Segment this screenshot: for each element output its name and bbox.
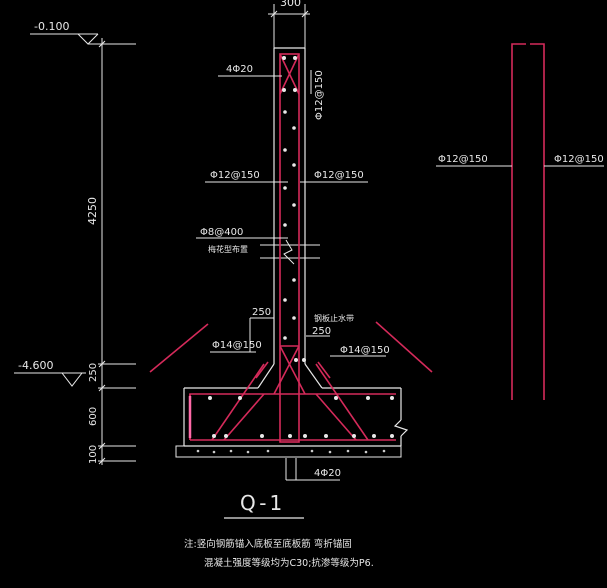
bar-left-label: Φ12@150 xyxy=(210,170,260,181)
side-right-label: Φ12@150 xyxy=(554,154,604,165)
dim-250-left-label: 250 xyxy=(252,307,271,318)
bar-right-label: Φ12@150 xyxy=(314,170,364,181)
haunch-left-label: Φ14@150 xyxy=(212,340,262,351)
bar-vert-label: Φ12@150 xyxy=(314,70,325,120)
dim-250-label: 250 xyxy=(88,363,99,382)
dim-4250-label: 4250 xyxy=(86,197,99,225)
waterstop-label: 钢板止水带 xyxy=(314,313,354,323)
dim-100-label: 100 xyxy=(88,445,99,464)
elevation-top-label: -0.100 xyxy=(34,20,69,33)
reference-diagonals xyxy=(149,321,433,373)
base-reinforcement xyxy=(189,345,396,441)
leader-lines xyxy=(196,70,386,481)
wall-reinforcement xyxy=(279,53,300,443)
bar-tie-label: Φ8@400 xyxy=(200,227,243,238)
elevation-top-marker xyxy=(30,33,136,45)
top-dimension xyxy=(268,4,310,48)
section-title: Q-1 xyxy=(240,491,285,515)
wall-break xyxy=(260,239,320,265)
top-dim-label: 300 xyxy=(280,0,301,9)
note-line-2: 混凝土强度等级均为C30;抗渗等级为P6. xyxy=(204,557,374,569)
dimension-chain xyxy=(98,38,136,465)
note-line-1: 注:竖向钢筋锚入底板至底板筋 弯折锚固 xyxy=(184,538,352,550)
bar-top-label: 4Φ20 xyxy=(226,64,253,75)
side-left-label: Φ12@150 xyxy=(438,154,488,165)
dim-600-label: 600 xyxy=(88,407,99,426)
side-wall-outline xyxy=(511,43,545,400)
haunch-right-label: Φ14@150 xyxy=(340,345,390,356)
blinding-hatch xyxy=(196,449,386,454)
wall-bar-dots xyxy=(282,56,297,340)
elevation-bottom-label: -4.600 xyxy=(18,359,53,372)
elevation-bottom-marker xyxy=(14,372,86,387)
blinding-layer xyxy=(175,445,402,458)
dim-250-right-label: 250 xyxy=(312,326,331,337)
tie-note-label: 梅花型布置 xyxy=(208,244,248,254)
bar-bottom-label: 4Φ20 xyxy=(314,468,341,479)
base-bar-dots xyxy=(208,358,394,438)
